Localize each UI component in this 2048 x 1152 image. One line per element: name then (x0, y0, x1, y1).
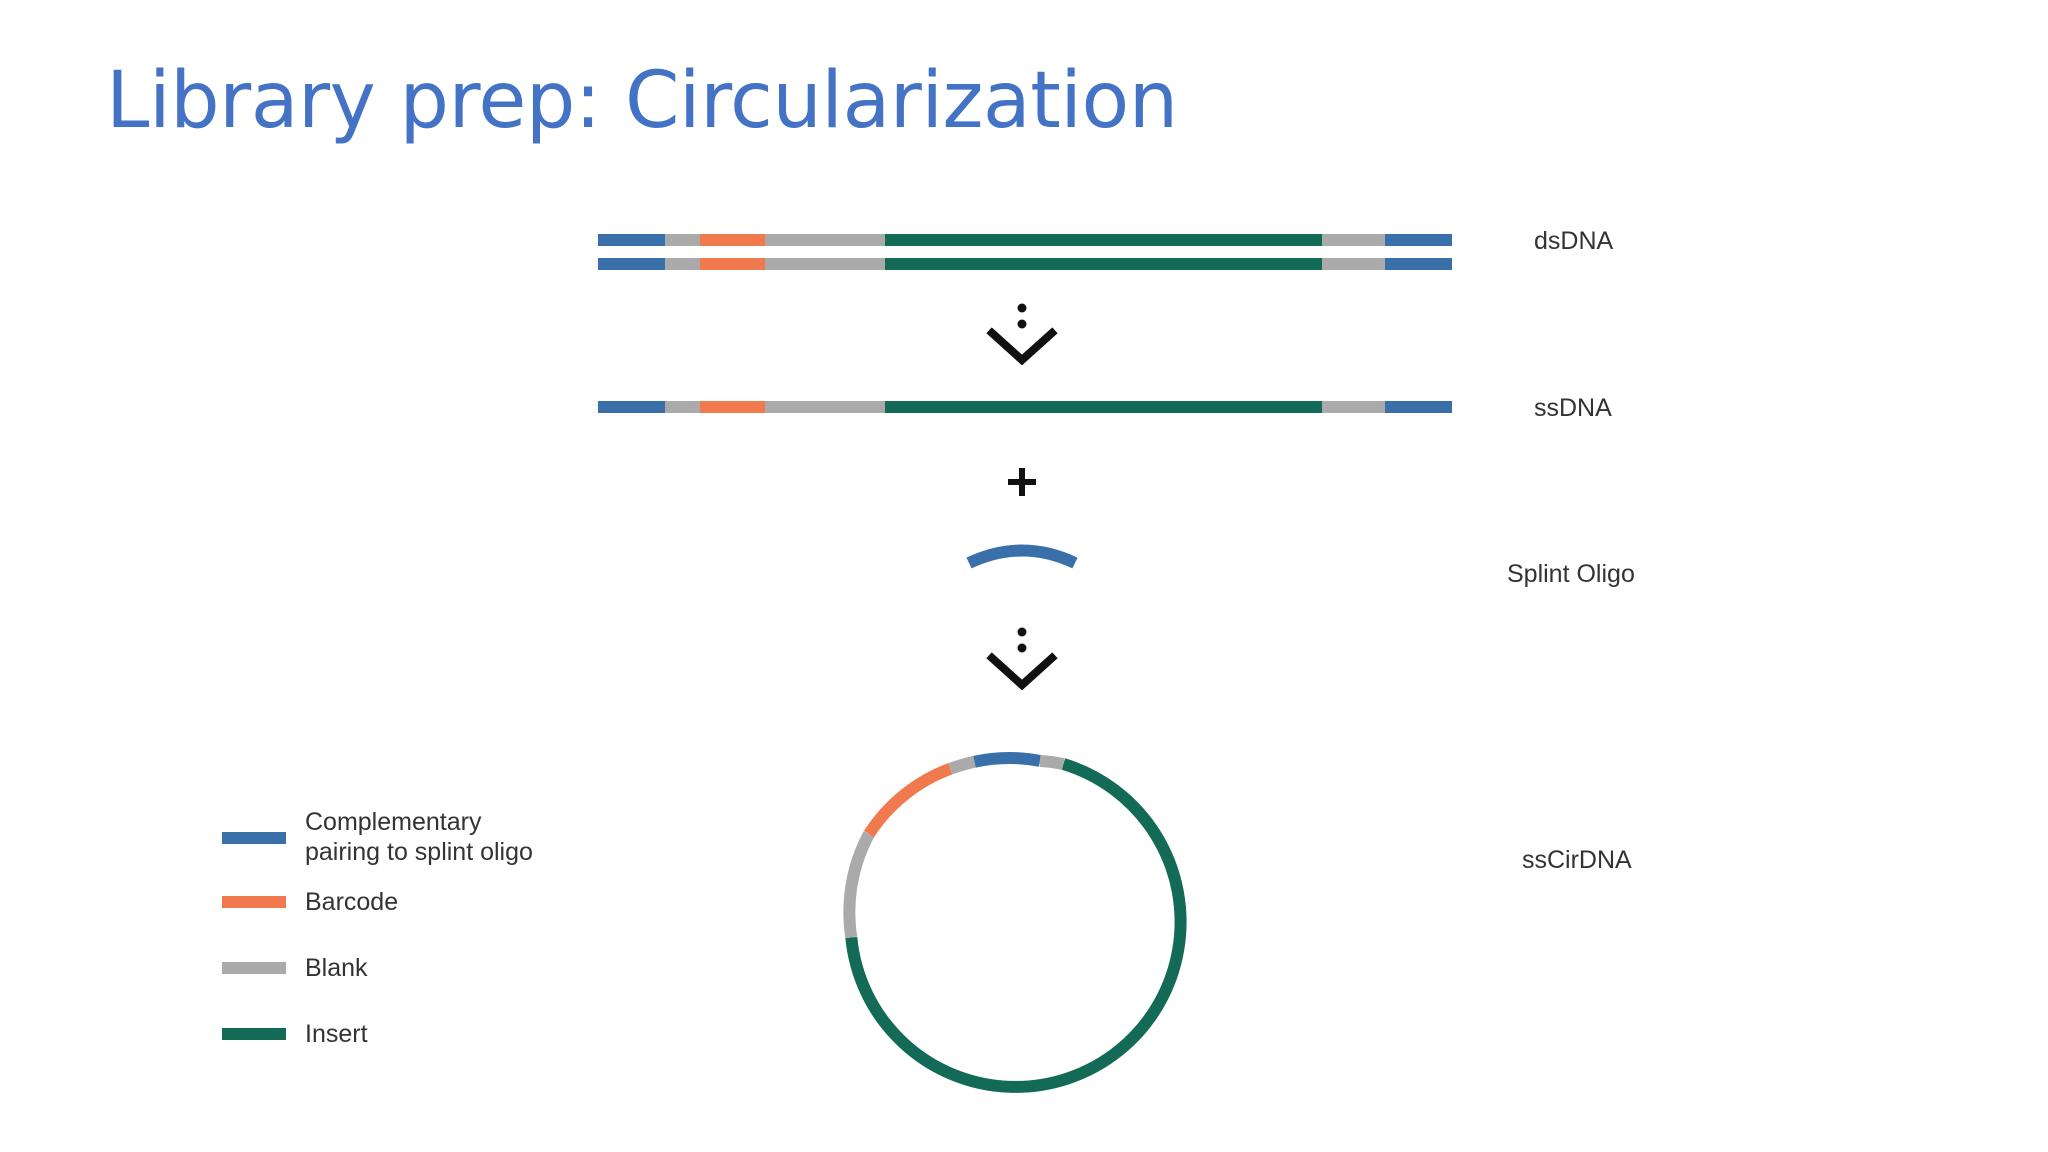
splint-oligo-arc (966, 544, 1078, 569)
legend-label-barcode: Barcode (305, 888, 398, 916)
slide-title: Library prep: Circularization (106, 56, 1178, 146)
legend-item-insert: Insert (222, 1020, 368, 1048)
stage-label-dsdna: dsDNA (1534, 227, 1614, 255)
circle-segment-insert (845, 758, 1187, 1093)
dsdna-strands (598, 234, 1452, 270)
circle-segment-complementary (973, 752, 1042, 768)
legend-label-insert: Insert (305, 1020, 368, 1048)
circle-segment-blank (948, 755, 976, 775)
legend-label-complementary-line2: pairing to splint oligo (305, 838, 533, 866)
circle-segment-blank (1039, 754, 1065, 770)
sscirdna-circle (843, 752, 1187, 1093)
legend-item-blank: Blank (222, 954, 368, 982)
legend-label-blank: Blank (305, 954, 368, 982)
circle-segment-blank (843, 831, 875, 939)
legend-label-complementary-line1: Complementary (305, 808, 482, 836)
legend-item-barcode: Barcode (222, 888, 398, 916)
circle-segment-barcode (863, 763, 953, 838)
plus-icon (1008, 468, 1036, 496)
dotted-down-arrow-icon (986, 627, 1058, 691)
dotted-down-arrow-icon (986, 303, 1058, 366)
stage-label-splint: Splint Oligo (1507, 560, 1635, 588)
stage-label-ssdna: ssDNA (1534, 394, 1612, 422)
legend: Complementary pairing to splint oligo Ba… (222, 808, 533, 1048)
legend-item-complementary: Complementary pairing to splint oligo (222, 808, 533, 866)
stage-label-sscirdna: ssCirDNA (1522, 846, 1632, 874)
